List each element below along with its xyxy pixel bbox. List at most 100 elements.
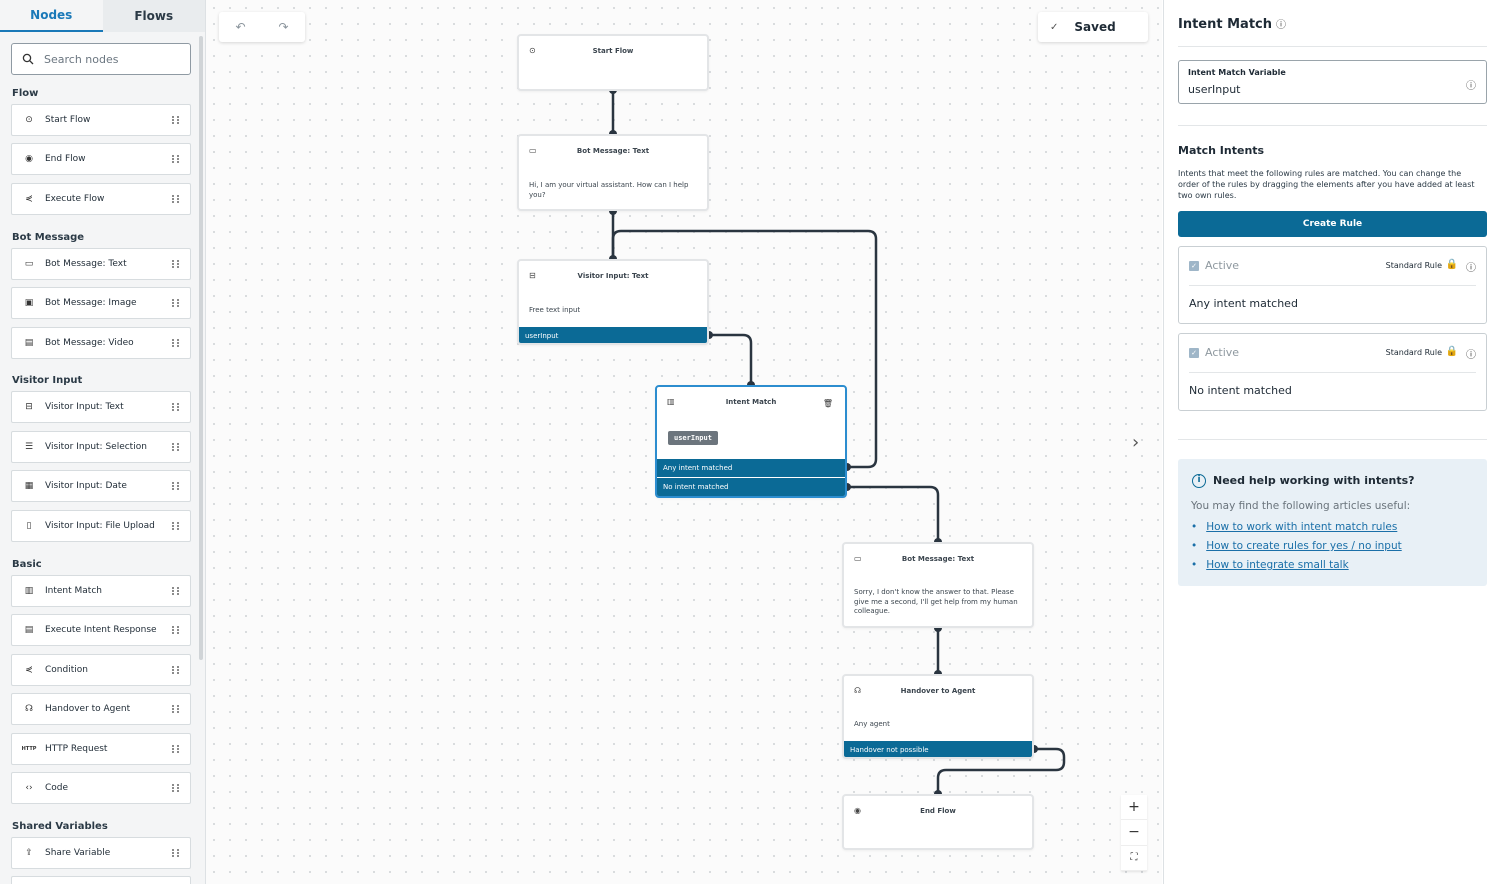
match-intents-title: Match Intents bbox=[1178, 144, 1265, 157]
intent-variable-field[interactable]: Intent Match Variable userInput ⓘ bbox=[1178, 60, 1487, 104]
flow-node-start[interactable]: ⊙ Start Flow bbox=[517, 34, 709, 91]
info-icon[interactable]: ⓘ bbox=[1276, 20, 1287, 31]
rule-status: Active bbox=[1205, 259, 1240, 272]
zoom-out-icon[interactable]: − bbox=[1121, 820, 1147, 846]
divider bbox=[1178, 46, 1487, 47]
help-link-intent-rules[interactable]: How to work with intent match rules bbox=[1191, 518, 1402, 537]
node-item-visitor-input-date[interactable]: ▦ Visitor Input: Date bbox=[11, 470, 191, 502]
flow-node-handover[interactable]: ☊ Handover to Agent Any agent Handover n… bbox=[842, 674, 1034, 759]
redo-icon[interactable]: ↷ bbox=[278, 20, 289, 34]
node-item-visitor-input-selection[interactable]: ☰ Visitor Input: Selection bbox=[11, 431, 191, 463]
drag-handle-icon[interactable] bbox=[172, 441, 180, 453]
section-title-visitor-input: Visitor Input bbox=[12, 375, 83, 386]
fit-view-icon[interactable]: ⛶ bbox=[1121, 846, 1147, 871]
node-item-visitor-input-file-upload[interactable]: ▯ Visitor Input: File Upload bbox=[11, 510, 191, 542]
info-icon[interactable]: ⓘ bbox=[1466, 263, 1476, 274]
node-item-end-flow[interactable]: ◉ End Flow bbox=[11, 143, 191, 175]
rule-name: Any intent matched bbox=[1189, 297, 1298, 310]
help-link-text[interactable]: How to create rules for yes / no input bbox=[1206, 540, 1402, 552]
drag-handle-icon[interactable] bbox=[172, 258, 180, 270]
flow-node-intent-match[interactable]: ▥ Intent Match 🗑 userInput Any intent ma… bbox=[655, 385, 847, 498]
node-item-handover-to-agent[interactable]: ☊ Handover to Agent bbox=[11, 693, 191, 725]
node-item-execute-intent-response[interactable]: ▤ Execute Intent Response bbox=[11, 614, 191, 646]
node-item-share-variable[interactable]: ⇪ Share Variable bbox=[11, 837, 191, 869]
flow-node-visitor-input[interactable]: ⊟ Visitor Input: Text Free text input us… bbox=[517, 259, 709, 345]
sidebar-scrollbar[interactable] bbox=[199, 36, 203, 660]
flow-node-bot-message-2[interactable]: ▭ Bot Message: Text Sorry, I don't know … bbox=[842, 542, 1034, 628]
output-any-intent[interactable]: Any intent matched bbox=[657, 459, 845, 477]
node-item-label: Visitor Input: File Upload bbox=[45, 521, 155, 531]
rule-type: Standard Rule bbox=[1385, 348, 1442, 357]
flow-node-end[interactable]: ◉ End Flow bbox=[842, 794, 1034, 850]
node-item-label: Code bbox=[45, 783, 69, 793]
branch-icon: ⋞ bbox=[25, 665, 33, 675]
node-item-label: Execute Intent Response bbox=[45, 625, 157, 635]
node-item-bot-message-video[interactable]: ▤ Bot Message: Video bbox=[11, 327, 191, 359]
node-item-execute-flow[interactable]: ⋞ Execute Flow bbox=[11, 183, 191, 215]
rule-card[interactable]: ✓ Active Standard Rule 🔒 ⓘ Any intent ma… bbox=[1178, 246, 1487, 324]
info-icon[interactable]: ⓘ bbox=[1466, 350, 1476, 361]
drag-handle-icon[interactable] bbox=[172, 847, 180, 859]
node-item-http-request[interactable]: HTTP HTTP Request bbox=[11, 733, 191, 765]
drag-handle-icon[interactable] bbox=[172, 297, 180, 309]
input-icon: ⊟ bbox=[25, 402, 33, 412]
node-output-bar[interactable]: Handover not possible bbox=[844, 741, 1032, 757]
drag-handle-icon[interactable] bbox=[172, 520, 180, 532]
node-item-bot-message-image[interactable]: ▣ Bot Message: Image bbox=[11, 287, 191, 319]
divider bbox=[1189, 372, 1476, 373]
help-title: Need help working with intents? bbox=[1213, 474, 1415, 487]
drag-handle-icon[interactable] bbox=[172, 585, 180, 597]
intent-icon: ▥ bbox=[667, 397, 675, 406]
video-icon: ▤ bbox=[24, 338, 34, 348]
node-item-code[interactable]: ‹› Code bbox=[11, 772, 191, 804]
drag-handle-icon[interactable] bbox=[172, 743, 180, 755]
node-item-condition[interactable]: ⋞ Condition bbox=[11, 654, 191, 686]
drag-handle-icon[interactable] bbox=[172, 703, 180, 715]
trash-icon[interactable]: 🗑 bbox=[822, 399, 833, 408]
tab-nodes[interactable]: Nodes bbox=[0, 0, 103, 32]
tab-flows[interactable]: Flows bbox=[102, 0, 205, 32]
active-checkbox[interactable]: ✓ bbox=[1189, 261, 1199, 271]
drag-handle-icon[interactable] bbox=[172, 782, 180, 794]
divider bbox=[1189, 285, 1476, 286]
node-item-start-flow[interactable]: ⊙ Start Flow bbox=[11, 104, 191, 136]
node-output-bar[interactable]: userInput bbox=[519, 327, 707, 343]
node-item-label: Bot Message: Video bbox=[45, 338, 134, 348]
help-link-yes-no[interactable]: How to create rules for yes / no input bbox=[1191, 537, 1402, 556]
node-item-visitor-input-text[interactable]: ⊟ Visitor Input: Text bbox=[11, 391, 191, 423]
node-body: Any agent bbox=[854, 720, 890, 728]
zoom-in-icon[interactable]: + bbox=[1121, 795, 1147, 821]
rule-card[interactable]: ✓ Active Standard Rule 🔒 ⓘ No intent mat… bbox=[1178, 333, 1487, 411]
drag-handle-icon[interactable] bbox=[172, 114, 180, 126]
node-title: Visitor Input: Text bbox=[577, 272, 649, 280]
section-title-flow: Flow bbox=[12, 88, 39, 99]
drag-handle-icon[interactable] bbox=[172, 664, 180, 676]
panel-title-text: Intent Match bbox=[1178, 17, 1273, 32]
node-item-label: End Flow bbox=[45, 154, 86, 164]
info-icon[interactable]: ⓘ bbox=[1466, 81, 1476, 92]
flow-canvas[interactable]: ↶ ↷ ✓ Saved bbox=[206, 0, 1162, 884]
active-checkbox[interactable]: ✓ bbox=[1189, 348, 1199, 358]
flow-node-bot-message-1[interactable]: ▭ Bot Message: Text Hi, I am your virtua… bbox=[517, 134, 709, 211]
drag-handle-icon[interactable] bbox=[172, 624, 180, 636]
drag-handle-icon[interactable] bbox=[172, 337, 180, 349]
node-item-label: Share Variable bbox=[45, 848, 111, 858]
create-rule-button[interactable]: Create Rule bbox=[1178, 211, 1487, 237]
info-circle-icon: i bbox=[1192, 474, 1206, 488]
search-input[interactable] bbox=[44, 52, 184, 66]
help-link-text[interactable]: How to work with intent match rules bbox=[1206, 521, 1398, 533]
drag-handle-icon[interactable] bbox=[172, 153, 180, 165]
search-box bbox=[11, 43, 191, 75]
undo-icon[interactable]: ↶ bbox=[235, 20, 246, 34]
drag-handle-icon[interactable] bbox=[172, 480, 180, 492]
output-no-intent[interactable]: No intent matched bbox=[657, 478, 845, 496]
drag-handle-icon[interactable] bbox=[172, 193, 180, 205]
field-value[interactable]: userInput bbox=[1188, 83, 1241, 96]
chevron-right-icon[interactable]: › bbox=[1132, 432, 1140, 453]
help-link-text[interactable]: How to integrate small talk bbox=[1206, 559, 1349, 571]
node-item-intent-match[interactable]: ▥ Intent Match bbox=[11, 575, 191, 607]
node-item-partial[interactable] bbox=[11, 876, 191, 884]
drag-handle-icon[interactable] bbox=[172, 401, 180, 413]
node-item-bot-message-text[interactable]: ▭ Bot Message: Text bbox=[11, 248, 191, 280]
help-link-small-talk[interactable]: How to integrate small talk bbox=[1191, 556, 1402, 575]
